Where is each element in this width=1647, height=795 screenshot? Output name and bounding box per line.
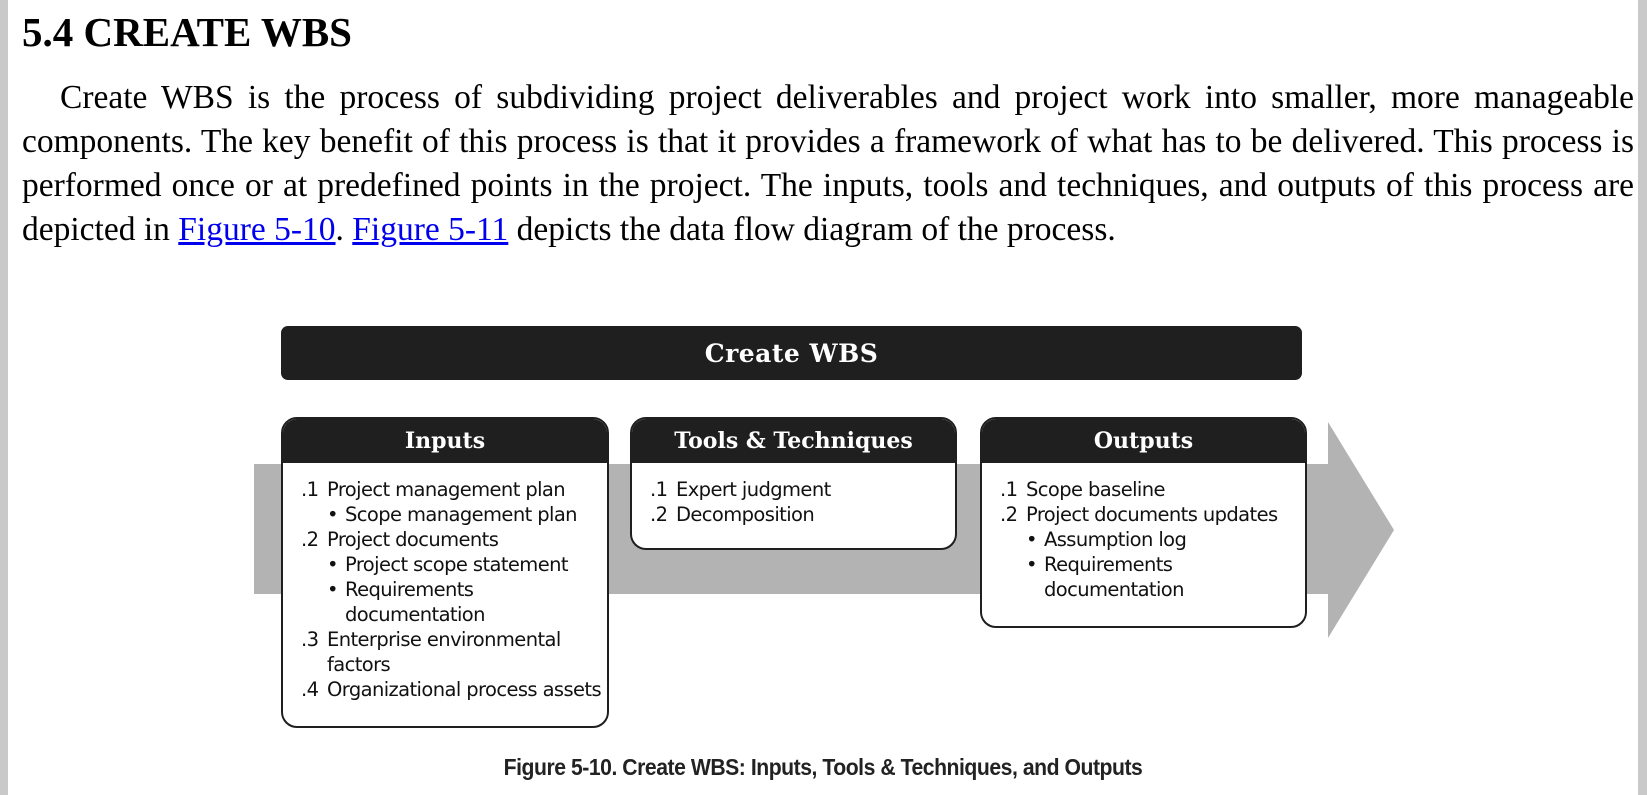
outputs-heading: Outputs <box>982 419 1305 463</box>
list-subitem: • Assumption log <box>1000 527 1305 552</box>
tools-heading: Tools & Techniques <box>632 419 955 463</box>
list-subitem: • Scope management plan <box>301 502 607 527</box>
paragraph-text-2: . <box>335 211 353 248</box>
item-text: Scope baseline <box>1026 478 1165 501</box>
subitem-continuation: documentation <box>1044 578 1184 601</box>
item-continuation: factors <box>327 653 391 676</box>
item-text: Organizational process assets <box>327 678 602 701</box>
tools-list: .1 Expert judgment .2 Decomposition <box>632 463 955 527</box>
list-item: .2 Decomposition <box>650 502 955 527</box>
item-number: .1 <box>301 478 319 501</box>
section-heading: 5.4 CREATE WBS <box>22 9 352 55</box>
figure-title: Create WBS <box>704 338 879 368</box>
outputs-list: .1 Scope baseline .2 Project documents upd… <box>982 463 1305 602</box>
subitem-continuation: documentation <box>345 603 485 626</box>
figure-5-10-link[interactable]: Figure 5-10 <box>178 211 336 248</box>
subitem-text: Scope management plan <box>345 503 578 526</box>
list-item: .2 Project documents updates <box>1000 502 1305 527</box>
bullet-icon: • <box>327 553 339 576</box>
bullet-icon: • <box>1026 553 1038 576</box>
list-subitem: • Requirements <box>1000 552 1305 577</box>
item-number: .2 <box>1000 503 1018 526</box>
list-item: .1 Scope baseline <box>1000 477 1305 502</box>
item-text: Project documents <box>327 528 499 551</box>
list-subitem: • Requirements <box>301 577 607 602</box>
item-text: Enterprise environmental <box>327 628 561 651</box>
subitem-text: Requirements <box>1044 553 1173 576</box>
bullet-icon: • <box>327 503 339 526</box>
inputs-box: Inputs .1 Project management plan • Scope … <box>281 417 609 728</box>
tools-box: Tools & Techniques .1 Expert judgment .2 D… <box>630 417 957 550</box>
item-text: Project management plan <box>327 478 566 501</box>
inputs-list: .1 Project management plan • Scope managem… <box>283 463 607 702</box>
paragraph-text-3: depicts the data flow diagram of the pro… <box>508 211 1116 248</box>
item-number: .2 <box>301 528 319 551</box>
item-text: Expert judgment <box>676 478 831 501</box>
item-text: Project documents updates <box>1026 503 1278 526</box>
list-item: .1 Expert judgment <box>650 477 955 502</box>
figure-title-bar: Create WBS <box>281 326 1302 380</box>
section-paragraph: Create WBS is the process of subdividing… <box>22 76 1634 252</box>
item-text: Decomposition <box>676 503 815 526</box>
item-number: .1 <box>650 478 668 501</box>
paragraph-text-1: Create WBS is the process of subdividing… <box>22 79 1634 248</box>
bullet-icon: • <box>1026 528 1038 551</box>
subitem-text: Project scope statement <box>345 553 569 576</box>
list-item: .3 Enterprise environmental <box>301 627 607 652</box>
outputs-box: Outputs .1 Scope baseline .2 Project docum… <box>980 417 1307 628</box>
document-page: 5.4 CREATE WBS Create WBS is the process… <box>8 0 1638 795</box>
figure-caption: Figure 5-10. Create WBS: Inputs, Tools &… <box>503 754 1143 780</box>
list-item: .4 Organizational process assets <box>301 677 607 702</box>
item-number: .2 <box>650 503 668 526</box>
subitem-text: Assumption log <box>1044 528 1187 551</box>
subitem-text: Requirements <box>345 578 474 601</box>
flow-arrow-shape <box>254 422 1394 638</box>
item-number: .3 <box>301 628 319 651</box>
list-item: .2 Project documents <box>301 527 607 552</box>
item-number: .1 <box>1000 478 1018 501</box>
list-subitem: • Project scope statement <box>301 552 607 577</box>
item-number: .4 <box>301 678 319 701</box>
figure-5-11-link[interactable]: Figure 5-11 <box>352 211 509 248</box>
list-item: .1 Project management plan <box>301 477 607 502</box>
inputs-heading: Inputs <box>283 419 607 463</box>
bullet-icon: • <box>327 578 339 601</box>
